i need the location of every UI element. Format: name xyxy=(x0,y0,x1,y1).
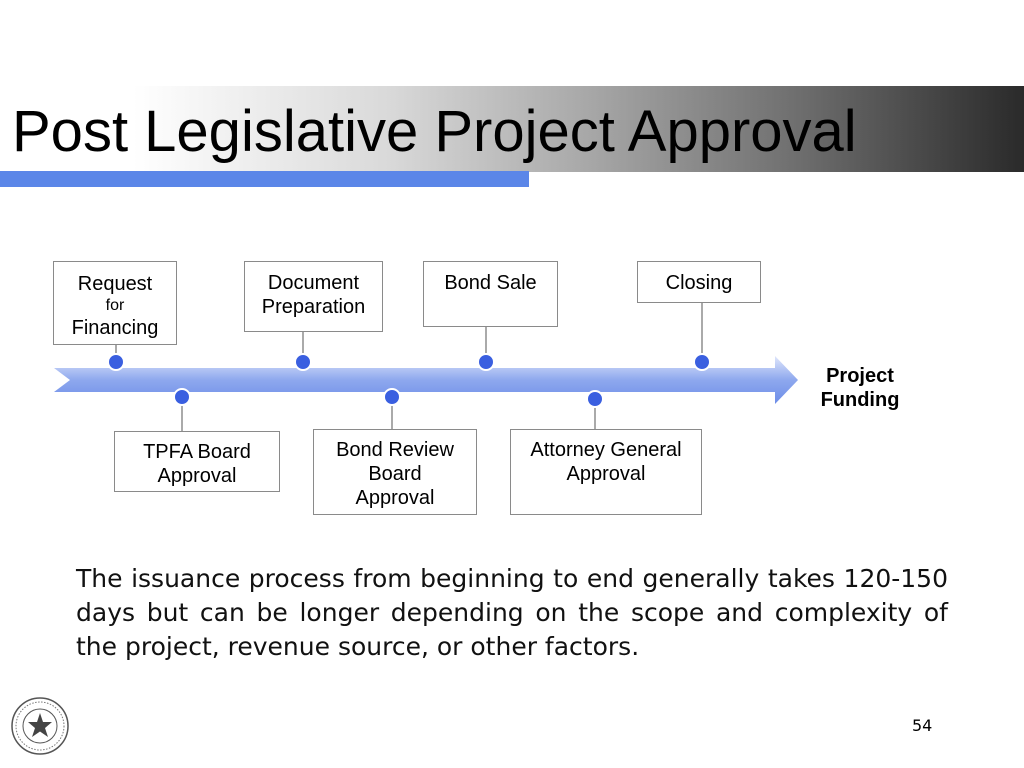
step-label: Attorney General xyxy=(530,439,682,461)
milestone-dot-request xyxy=(107,353,125,371)
slide-title: Post Legislative Project Approval xyxy=(12,99,857,164)
title-accent-bar xyxy=(0,171,529,187)
end-label-project-funding: Project Funding xyxy=(800,364,920,412)
milestone-dot-document xyxy=(294,353,312,371)
step-label: Preparation xyxy=(261,296,366,318)
step-tpfa-board-approval: TPFA Board Approval xyxy=(114,431,280,492)
step-request-for-financing: Request for Financing xyxy=(53,261,177,345)
step-label: Board xyxy=(368,463,422,485)
step-label: Approval xyxy=(157,465,237,487)
step-label: TPFA Board xyxy=(143,441,251,463)
page-number: 54 xyxy=(912,716,933,735)
step-closing: Closing xyxy=(637,261,761,303)
step-label: Document xyxy=(267,272,360,294)
end-label-line: Funding xyxy=(820,389,900,411)
step-label: Approval xyxy=(566,463,646,485)
step-bond-review-board-approval: Bond Review Board Approval xyxy=(313,429,477,515)
star-icon xyxy=(28,713,52,737)
step-document-preparation: Document Preparation xyxy=(244,261,383,332)
step-bond-sale: Bond Sale xyxy=(423,261,558,327)
milestone-dot-closing xyxy=(693,353,711,371)
body-paragraph: The issuance process from beginning to e… xyxy=(76,564,948,661)
milestone-dot-bond-review xyxy=(383,388,401,406)
timeline-arrow xyxy=(54,356,798,404)
step-attorney-general-approval: Attorney General Approval xyxy=(510,429,702,515)
step-label: Financing xyxy=(71,317,159,339)
state-seal-logo xyxy=(11,697,69,755)
milestone-dot-attorney xyxy=(586,390,604,408)
step-label: Bond Sale xyxy=(444,272,537,294)
milestone-dot-bond-sale xyxy=(477,353,495,371)
step-label: for xyxy=(105,297,125,314)
step-label: Request xyxy=(77,273,153,295)
end-label-line: Project xyxy=(826,365,894,387)
milestone-dot-tpfa xyxy=(173,388,191,406)
step-label: Approval xyxy=(355,487,435,509)
step-label: Closing xyxy=(665,272,733,294)
step-label: Bond Review xyxy=(336,439,454,461)
title-band xyxy=(0,86,1024,172)
